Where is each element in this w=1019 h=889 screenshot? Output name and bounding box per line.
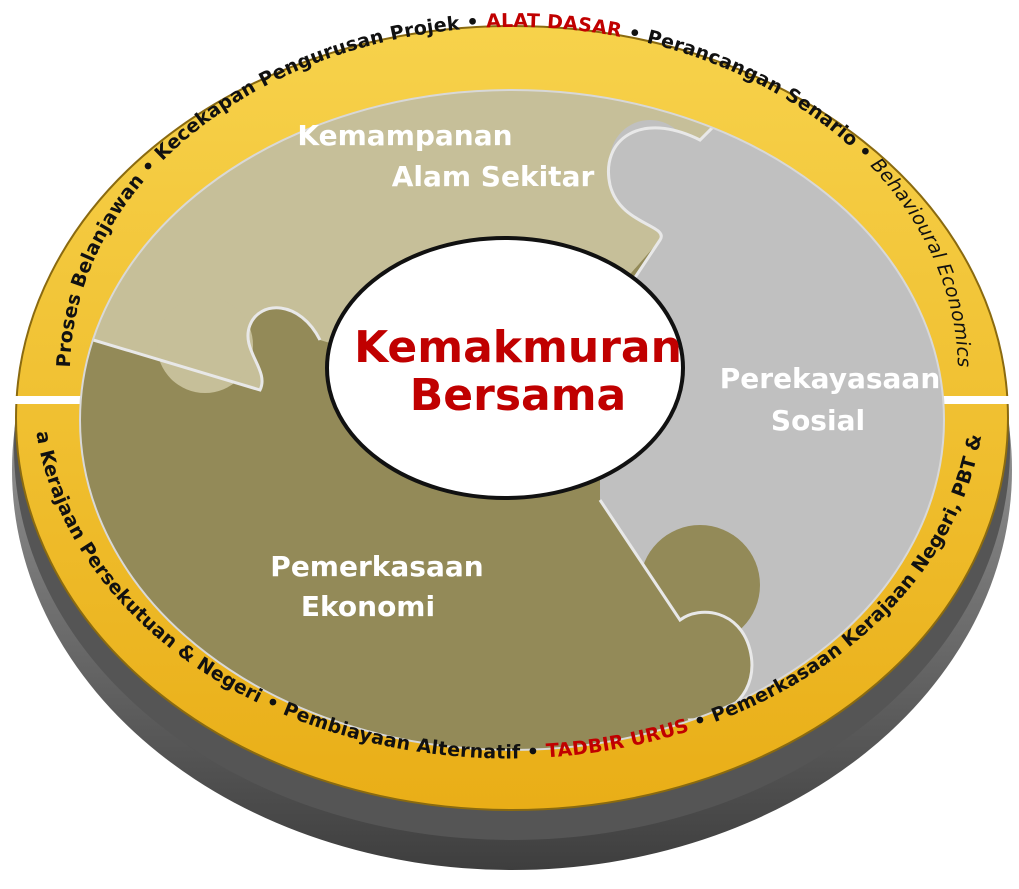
economic-label-line2: Ekonomi	[301, 590, 435, 623]
social-label-line1: Perekayasaan	[720, 362, 941, 395]
center-title-line1: Kemakmuran	[354, 322, 682, 373]
puzzle-knob-bottom	[640, 525, 760, 645]
environment-label-line2: Alam Sekitar	[392, 160, 595, 193]
economic-label-line1: Pemerkasaan	[270, 550, 483, 583]
social-label-line2: Sosial	[771, 404, 865, 437]
center-title-line2: Bersama	[410, 370, 627, 421]
inner-field-border	[79, 89, 945, 751]
puzzle-knob-left	[157, 297, 253, 393]
puzzle-knob-top	[610, 120, 690, 200]
environment-label-line1: Kemampanan	[297, 119, 512, 152]
puzzle-seam-3	[80, 306, 322, 392]
puzzle-seam-1	[598, 90, 762, 331]
center-circle	[325, 236, 685, 500]
